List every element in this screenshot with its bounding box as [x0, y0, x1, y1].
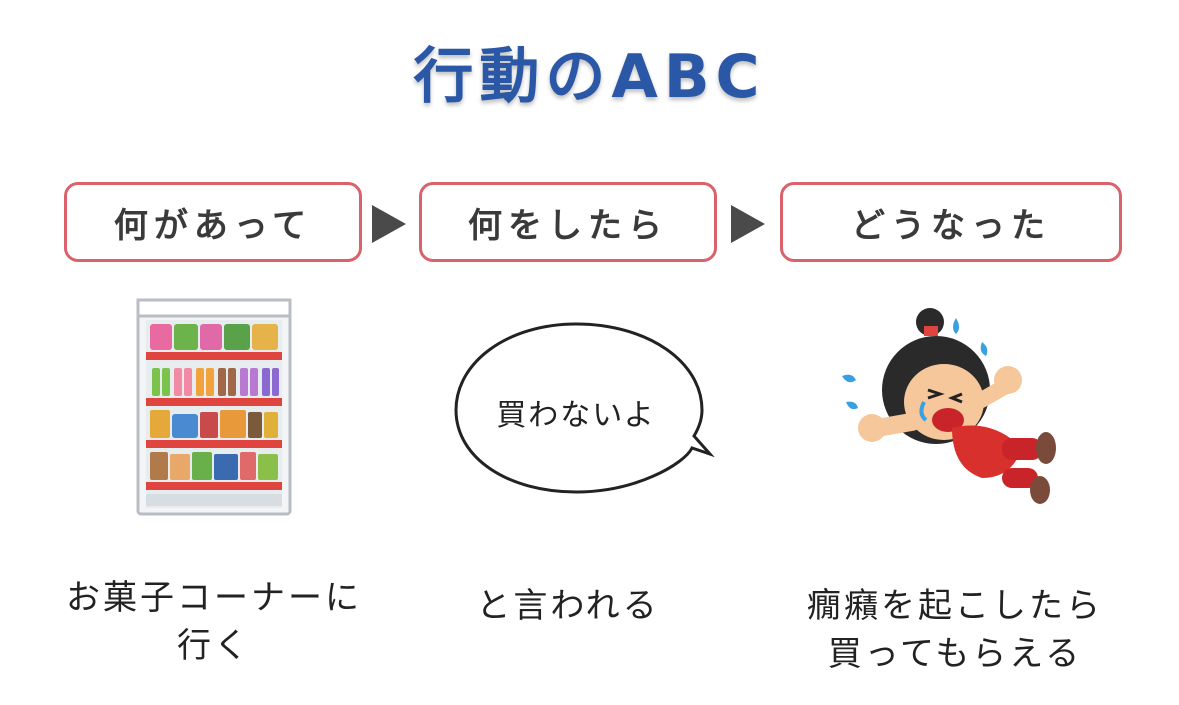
step-behavior: 何をしたら — [419, 182, 717, 262]
caption-consequence: 癇癪を起こしたら 買ってもらえる — [807, 586, 1103, 674]
arrow-right-icon — [372, 205, 406, 243]
speech-bubble-text: 買わないよ — [496, 398, 656, 433]
caption-antecedent: お菓子コーナーに 行く — [66, 578, 362, 666]
step-antecedent: 何があって — [64, 182, 362, 262]
speech-bubble — [454, 322, 715, 494]
crying-child-illustration — [842, 308, 1056, 504]
step-consequence: どうなった — [780, 182, 1122, 262]
snack-shelf-illustration — [136, 298, 292, 516]
arrow-right-icon — [731, 205, 765, 243]
caption-behavior: と言われる — [476, 586, 660, 626]
diagram-title: 行動のABC — [413, 42, 766, 112]
